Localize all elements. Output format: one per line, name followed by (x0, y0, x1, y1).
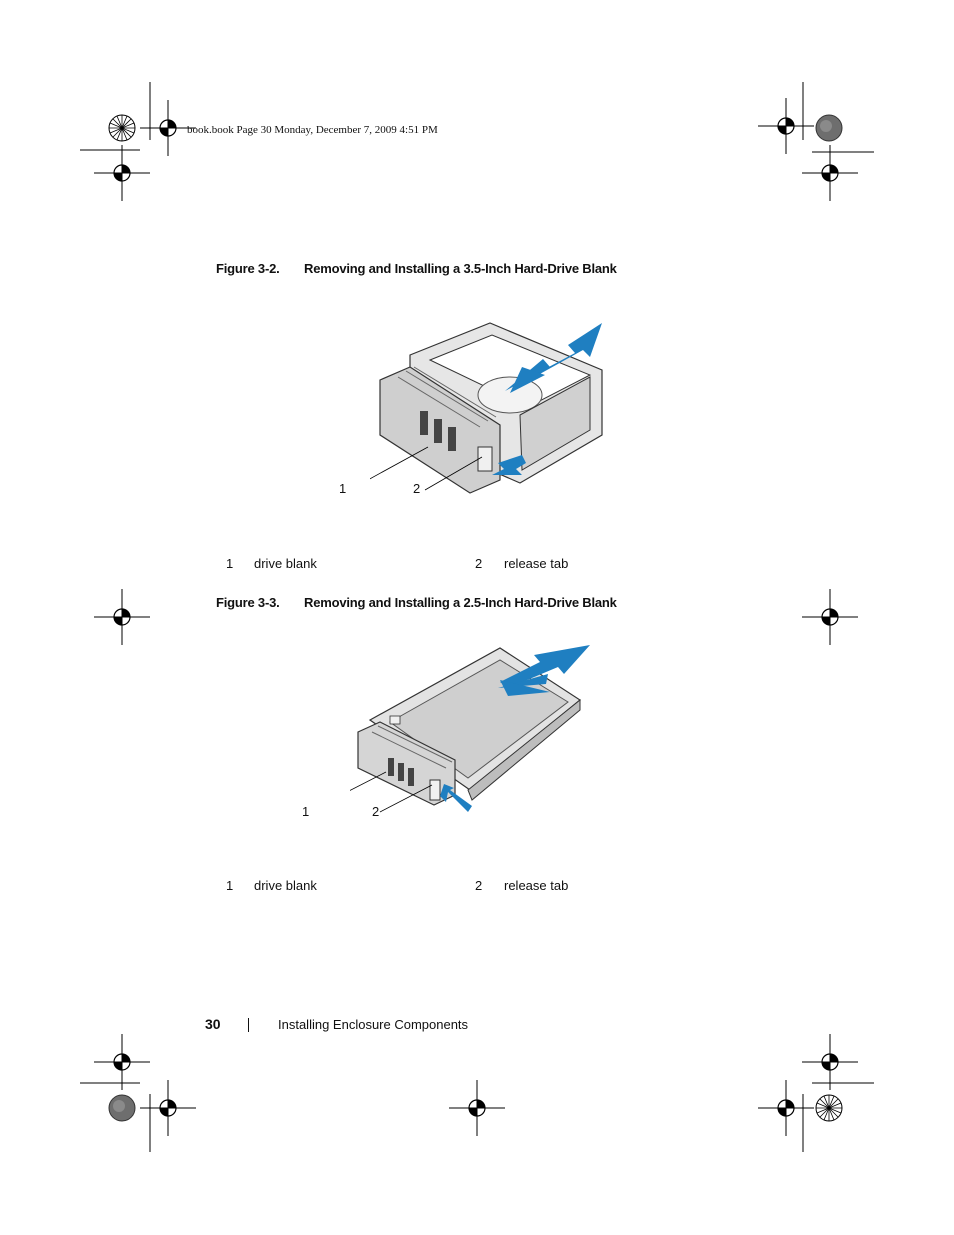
registration-gray-mark (815, 114, 843, 142)
push-arrow-icon (440, 784, 472, 812)
registration-gray-mark (108, 1094, 136, 1122)
direction-arrow-icon (530, 323, 602, 377)
registration-crosshair-mark (93, 144, 151, 202)
drive-blank-35-illustration (370, 322, 603, 494)
registration-crosshair-mark (93, 1033, 151, 1091)
print-header: book.book Page 30 Monday, December 7, 20… (187, 124, 438, 136)
callout-2: 2 (372, 804, 380, 819)
legend-item: 1 (226, 556, 233, 571)
section-title: Installing Enclosure Components (278, 1017, 469, 1032)
registration-crosshair-mark (801, 588, 859, 646)
callout-2: 2 (413, 481, 421, 496)
push-arrow-icon (492, 455, 526, 475)
registration-crosshair-mark (757, 97, 815, 155)
registration-crosshair-mark (757, 1079, 815, 1137)
legend-number: 2 (475, 878, 483, 893)
legend-item: 1 (226, 878, 233, 893)
registration-starburst-mark (815, 1094, 843, 1122)
registration-crosshair-mark (139, 1079, 197, 1137)
figure-number: Figure 3-2. (216, 261, 280, 276)
drive-blank-25-illustration (350, 645, 590, 813)
registration-starburst-mark (108, 114, 136, 142)
callout-1: 1 (339, 481, 347, 496)
callout-1: 1 (302, 804, 310, 819)
legend-number: 1 (226, 878, 234, 893)
registration-crosshair-mark (801, 1033, 859, 1091)
footer-divider (248, 1018, 249, 1032)
legend-number: 2 (475, 556, 483, 571)
registration-crosshair-mark (801, 144, 859, 202)
direction-arrow-icon (500, 645, 590, 688)
figure-caption: Figure 3-2. Removing and Installing a 3.5… (216, 261, 617, 276)
registration-crosshair-mark (448, 1079, 506, 1137)
registration-crosshair-mark (93, 588, 151, 646)
legend-item: 2 (475, 556, 482, 571)
legend-item: 2 (475, 878, 482, 893)
legend-label: drive blank (254, 878, 317, 893)
page-number: 30 (205, 1016, 221, 1032)
figure-caption: Figure 3-3. Removing and Installing a 2.5… (216, 595, 617, 610)
legend-label: release tab (504, 878, 569, 893)
legend-number: 1 (226, 556, 234, 571)
figure-number: Figure 3-3. (216, 595, 280, 610)
legend-label: release tab (504, 556, 569, 571)
figure-title: Removing and Installing a 3.5-Inch Hard-… (304, 261, 617, 276)
figure-title: Removing and Installing a 2.5-Inch Hard-… (304, 595, 617, 610)
legend-label: drive blank (254, 556, 317, 571)
